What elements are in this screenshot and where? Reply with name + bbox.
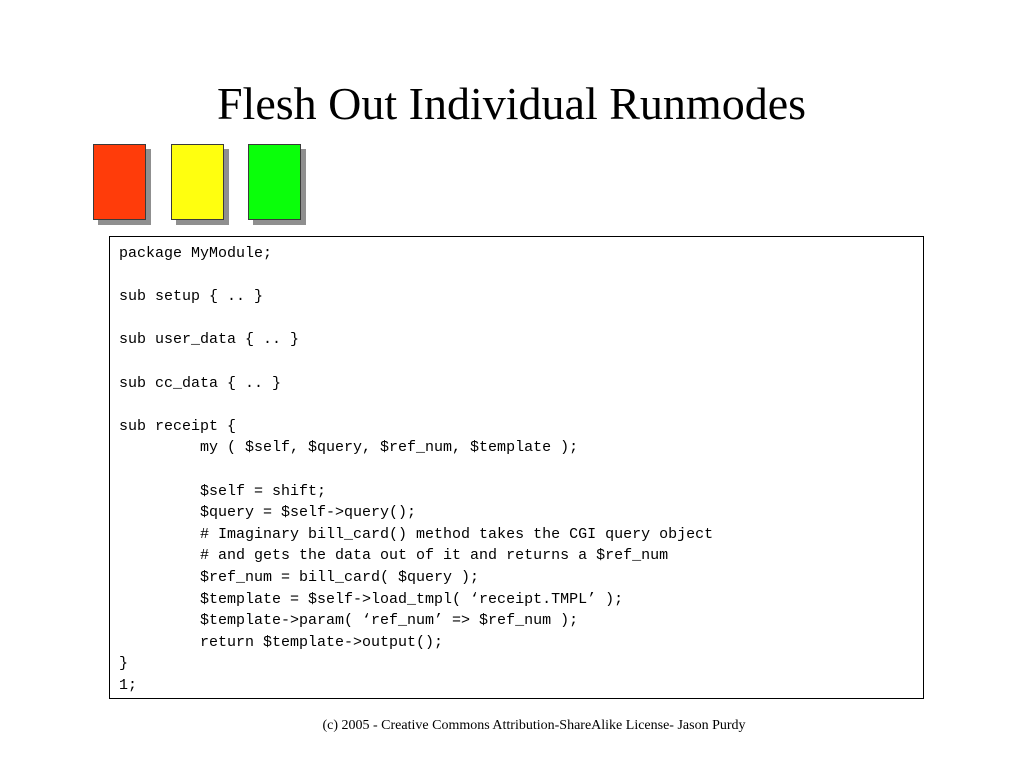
red-square (93, 144, 146, 220)
code-box: package MyModule; sub setup { .. } sub u… (109, 236, 924, 699)
slide-title: Flesh Out Individual Runmodes (216, 78, 807, 129)
code-listing: package MyModule; sub setup { .. } sub u… (119, 245, 714, 694)
traffic-light-squares (0, 0, 1023, 240)
yellow-square (171, 144, 224, 220)
green-square (248, 144, 301, 220)
footer-license: (c) 2005 - Creative Commons Attribution-… (322, 718, 746, 733)
